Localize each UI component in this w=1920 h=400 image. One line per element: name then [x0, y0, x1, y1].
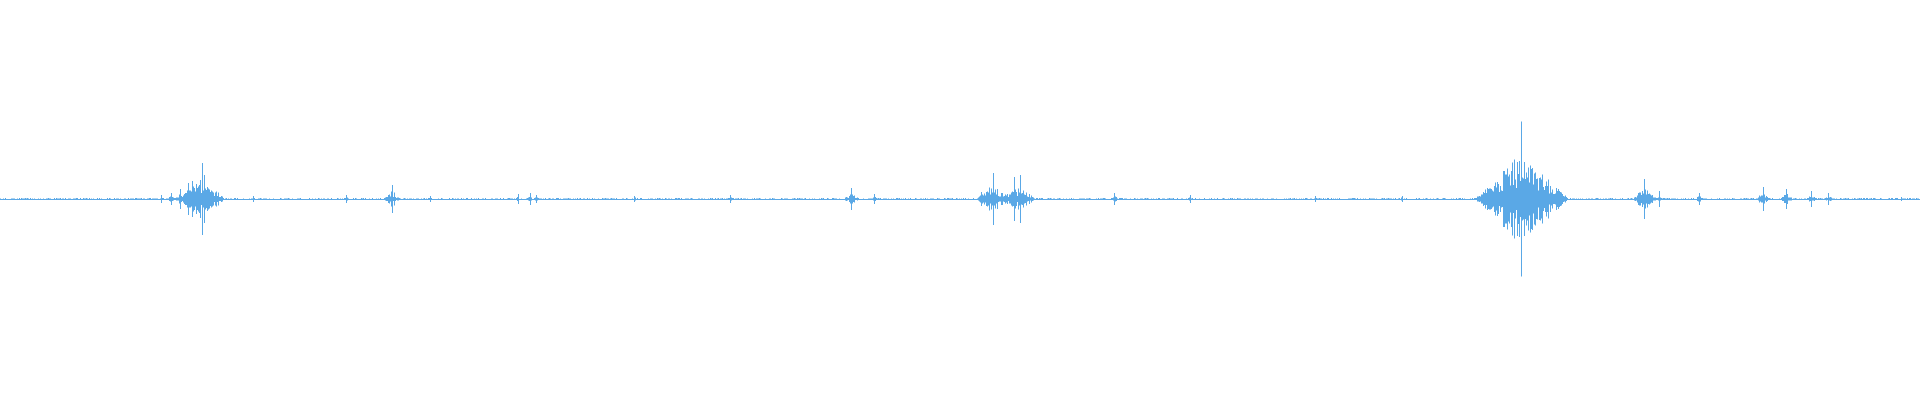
waveform-bars — [0, 121, 1919, 277]
